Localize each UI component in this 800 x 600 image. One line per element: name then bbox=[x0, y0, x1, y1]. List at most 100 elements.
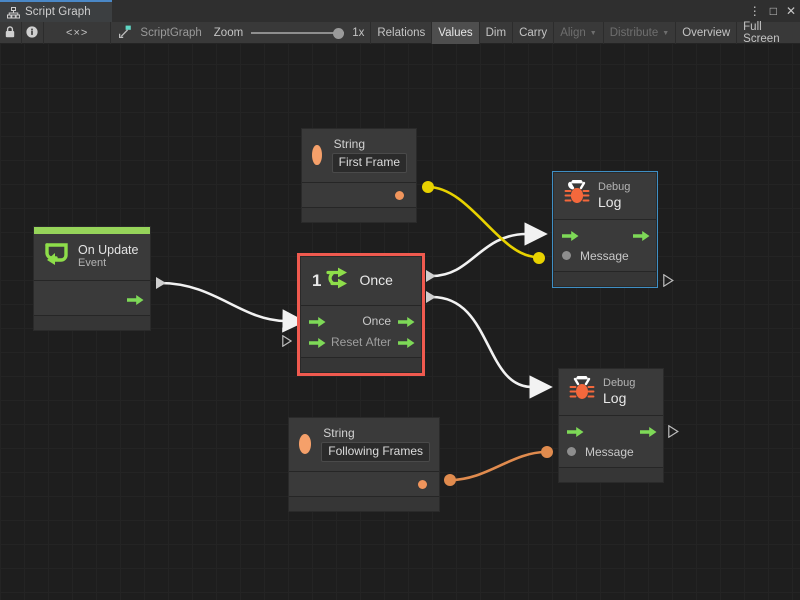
node-title-block: On Update Event bbox=[78, 243, 138, 271]
flow-output-arrow-icon[interactable] bbox=[633, 229, 650, 241]
flow-output-arrow-icon[interactable] bbox=[398, 336, 415, 348]
port-row-once[interactable]: Once bbox=[301, 310, 421, 331]
edge-string-following-frames-to-message bbox=[449, 450, 547, 482]
debug-log-bottom-flow-out-connector[interactable] bbox=[668, 424, 679, 443]
node-footer bbox=[301, 358, 421, 372]
zoom-slider-knob[interactable] bbox=[333, 28, 345, 39]
once-badge: 1 bbox=[312, 266, 349, 295]
node-header: String Following Frames bbox=[289, 418, 439, 473]
flow-input-arrow-icon[interactable] bbox=[309, 315, 326, 327]
port-label-reset: Reset bbox=[331, 334, 363, 349]
window-controls: ⋮ □ ✕ bbox=[749, 0, 796, 22]
edge-once-to-debuglog-top bbox=[431, 222, 548, 278]
string-value-field[interactable]: First Frame bbox=[331, 153, 407, 174]
edge-knob-orange-end bbox=[541, 446, 553, 458]
maximize-icon[interactable]: □ bbox=[769, 4, 777, 18]
port-row-flow-out[interactable] bbox=[34, 281, 150, 315]
flow-input-arrow-icon[interactable] bbox=[562, 229, 579, 241]
message-input-port[interactable] bbox=[567, 447, 576, 456]
code-view-button[interactable]: <×> bbox=[44, 22, 112, 44]
node-body: Once Reset After bbox=[301, 306, 421, 358]
port-row-message[interactable]: Message bbox=[559, 441, 663, 462]
port-out-once[interactable]: Once bbox=[362, 313, 415, 328]
graph-canvas[interactable]: On Update Event String First Frame bbox=[0, 44, 800, 600]
flow-input-arrow-icon[interactable] bbox=[309, 336, 326, 348]
tb-dim[interactable]: Dim bbox=[478, 22, 512, 44]
info-button[interactable] bbox=[22, 22, 44, 44]
zoom-slider[interactable] bbox=[251, 26, 345, 40]
lock-button[interactable] bbox=[0, 22, 22, 44]
port-label-message: Message bbox=[585, 444, 634, 459]
zoom-value: 1x bbox=[352, 27, 365, 39]
message-input-port[interactable] bbox=[562, 251, 571, 260]
tb-align-label: Align bbox=[560, 27, 586, 39]
overflow-menu-icon[interactable]: ⋮ bbox=[748, 4, 761, 18]
node-title-block: String First Frame bbox=[331, 137, 407, 174]
edge-knob-yellow-start bbox=[422, 181, 434, 193]
node-on-update[interactable]: On Update Event bbox=[33, 226, 151, 331]
tab-label: Script Graph bbox=[25, 6, 91, 18]
on-update-flow-out-connector[interactable] bbox=[156, 277, 166, 289]
tb-relations[interactable]: Relations bbox=[370, 22, 431, 44]
chevron-down-icon: ▼ bbox=[589, 29, 597, 37]
port-in-enter[interactable] bbox=[309, 315, 326, 327]
on-update-event-icon bbox=[43, 241, 70, 272]
once-out-connector-after[interactable] bbox=[426, 291, 436, 303]
node-string-first-frame[interactable]: String First Frame bbox=[301, 128, 417, 224]
window-tab-bar: Script Graph ⋮ □ ✕ bbox=[0, 0, 800, 22]
node-debug-log-bottom[interactable]: Debug Log Message bbox=[558, 368, 664, 483]
port-row-flow[interactable] bbox=[554, 224, 656, 245]
node-title-block: Debug Log bbox=[598, 181, 630, 210]
tb-overview[interactable]: Overview bbox=[675, 22, 736, 44]
once-loop-icon bbox=[324, 266, 349, 295]
flow-output-arrow-icon[interactable] bbox=[398, 315, 415, 327]
zoom-label: Zoom bbox=[213, 27, 244, 39]
edge-once-to-debuglog-bottom bbox=[431, 295, 553, 399]
flow-output-arrow-icon[interactable] bbox=[127, 293, 144, 305]
debug-bug-icon bbox=[569, 374, 595, 407]
node-debug-log-top[interactable]: Debug Log Message bbox=[552, 171, 658, 288]
tb-full-screen[interactable]: Full Screen bbox=[736, 21, 800, 45]
port-in-reset[interactable]: Reset bbox=[309, 335, 362, 349]
node-header: On Update Event bbox=[34, 234, 150, 281]
once-out-connector-once[interactable] bbox=[426, 270, 436, 282]
node-header: 1 Once bbox=[301, 257, 421, 306]
port-row-value-out[interactable] bbox=[289, 472, 439, 496]
value-output-port[interactable] bbox=[418, 479, 427, 489]
node-footer bbox=[559, 468, 663, 482]
string-literal-icon bbox=[312, 145, 322, 166]
port-out-after[interactable]: After bbox=[366, 335, 415, 349]
tb-carry[interactable]: Carry bbox=[512, 22, 553, 44]
edge-string-first-frame-to-message bbox=[427, 185, 538, 259]
port-row-reset-after[interactable]: Reset After bbox=[301, 331, 421, 352]
string-literal-icon bbox=[299, 434, 312, 455]
edge-knob-orange-start bbox=[444, 474, 456, 486]
graph-hierarchy-icon bbox=[7, 6, 21, 19]
once-in-connector-reset[interactable] bbox=[282, 335, 292, 347]
tb-align[interactable]: Align▼ bbox=[553, 22, 603, 44]
node-subtitle: Log bbox=[598, 193, 622, 210]
zoom-slider-track bbox=[251, 32, 345, 34]
tb-values[interactable]: Values bbox=[431, 22, 479, 44]
node-once[interactable]: 1 Once bbox=[297, 253, 425, 376]
breadcrumb[interactable]: ScriptGraph bbox=[111, 22, 211, 44]
node-string-following-frames[interactable]: String Following Frames bbox=[288, 417, 440, 513]
node-body: Message bbox=[559, 416, 663, 468]
port-row-value-out[interactable] bbox=[302, 183, 416, 207]
tab-script-graph[interactable]: Script Graph bbox=[0, 0, 112, 22]
tb-distribute[interactable]: Distribute▼ bbox=[602, 22, 676, 44]
debug-log-top-flow-out-connector[interactable] bbox=[663, 273, 674, 292]
port-label-once: Once bbox=[362, 313, 391, 328]
close-icon[interactable]: ✕ bbox=[785, 4, 796, 18]
string-value-field[interactable]: Following Frames bbox=[321, 442, 430, 463]
flow-input-arrow-icon[interactable] bbox=[567, 425, 584, 437]
tb-distribute-label: Distribute bbox=[609, 27, 659, 39]
port-row-flow[interactable] bbox=[559, 420, 663, 441]
chevron-down-icon: ▼ bbox=[662, 29, 670, 37]
zoom-control: Zoom 1x bbox=[212, 22, 371, 44]
value-output-port[interactable] bbox=[395, 190, 404, 200]
port-row-message[interactable]: Message bbox=[554, 245, 656, 266]
script-graph-icon bbox=[119, 25, 133, 41]
flow-output-arrow-icon[interactable] bbox=[640, 425, 657, 437]
